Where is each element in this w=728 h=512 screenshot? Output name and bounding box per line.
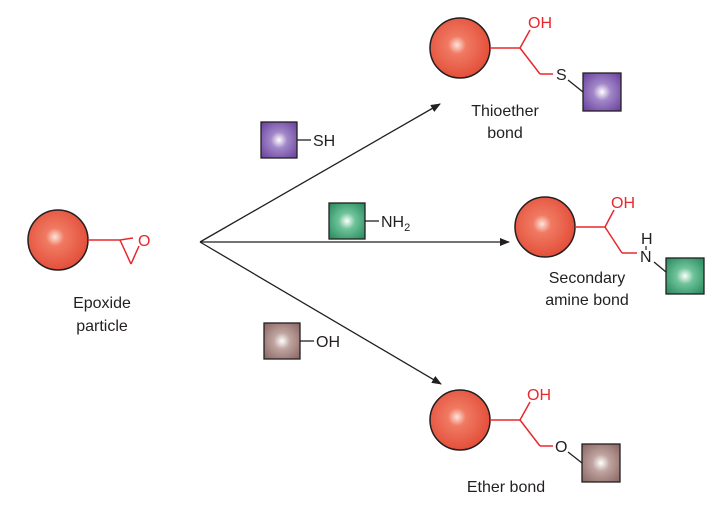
thioether-chain [490, 29, 553, 75]
secondary-amine-label-line2: amine bond [545, 292, 629, 309]
particle-bead [514, 196, 576, 258]
arrow-to-ether [199, 241, 442, 385]
amine-group-label: NH2 [381, 214, 410, 234]
particle-bead [27, 209, 89, 271]
epoxide-ring [88, 237, 140, 265]
reaction-arrows [199, 103, 510, 385]
thiol-reagent: SH [260, 121, 335, 159]
thiol-group-label: SH [313, 133, 335, 150]
ligand-square-mauve [263, 322, 301, 360]
hydroxyl-reagent: OH [263, 322, 340, 360]
ligand-square-purple [582, 72, 622, 112]
amine-group-subscript: 2 [404, 222, 410, 234]
ether-oxygen: O [555, 439, 567, 456]
ligand-square-green [665, 257, 705, 295]
ligand-square-green [328, 202, 366, 240]
arrow-to-thioether [199, 103, 441, 243]
thioether-label-line2: bond [487, 125, 523, 142]
epoxide-label-line2: particle [76, 318, 128, 335]
epoxide-label-line1: Epoxide [73, 295, 131, 312]
epoxide-oxygen: O [138, 233, 150, 250]
epoxide-particle: O Epoxide particle [27, 209, 150, 335]
ligand-square-mauve [581, 443, 621, 483]
ether-oh: OH [527, 387, 551, 404]
ether-label: Ether bond [467, 479, 545, 496]
secondary-amine-hydrogen: H [641, 231, 653, 248]
ether-product: OH O Ether bond [429, 387, 621, 496]
ligand-square-purple [260, 121, 298, 159]
thioether-oh: OH [528, 15, 552, 32]
particle-bead [429, 17, 491, 79]
amine-group-main: NH [381, 214, 404, 231]
secondary-amine-label-line1: Secondary [549, 270, 626, 287]
secondary-amine-chain [575, 209, 637, 254]
particle-bead [429, 389, 491, 451]
thioether-label-line1: Thioether [471, 103, 539, 120]
amine-reagent: NH2 [328, 202, 410, 240]
hydroxyl-group-label: OH [316, 334, 340, 351]
ether-chain [490, 401, 553, 447]
thioether-product: OH S Thioether bond [429, 15, 622, 142]
secondary-amine-oh: OH [611, 195, 635, 212]
secondary-amine-nitrogen: N [640, 249, 652, 266]
thioether-sulfur: S [556, 67, 567, 84]
secondary-amine-product: OH H N Secondary amine bond [514, 195, 705, 309]
